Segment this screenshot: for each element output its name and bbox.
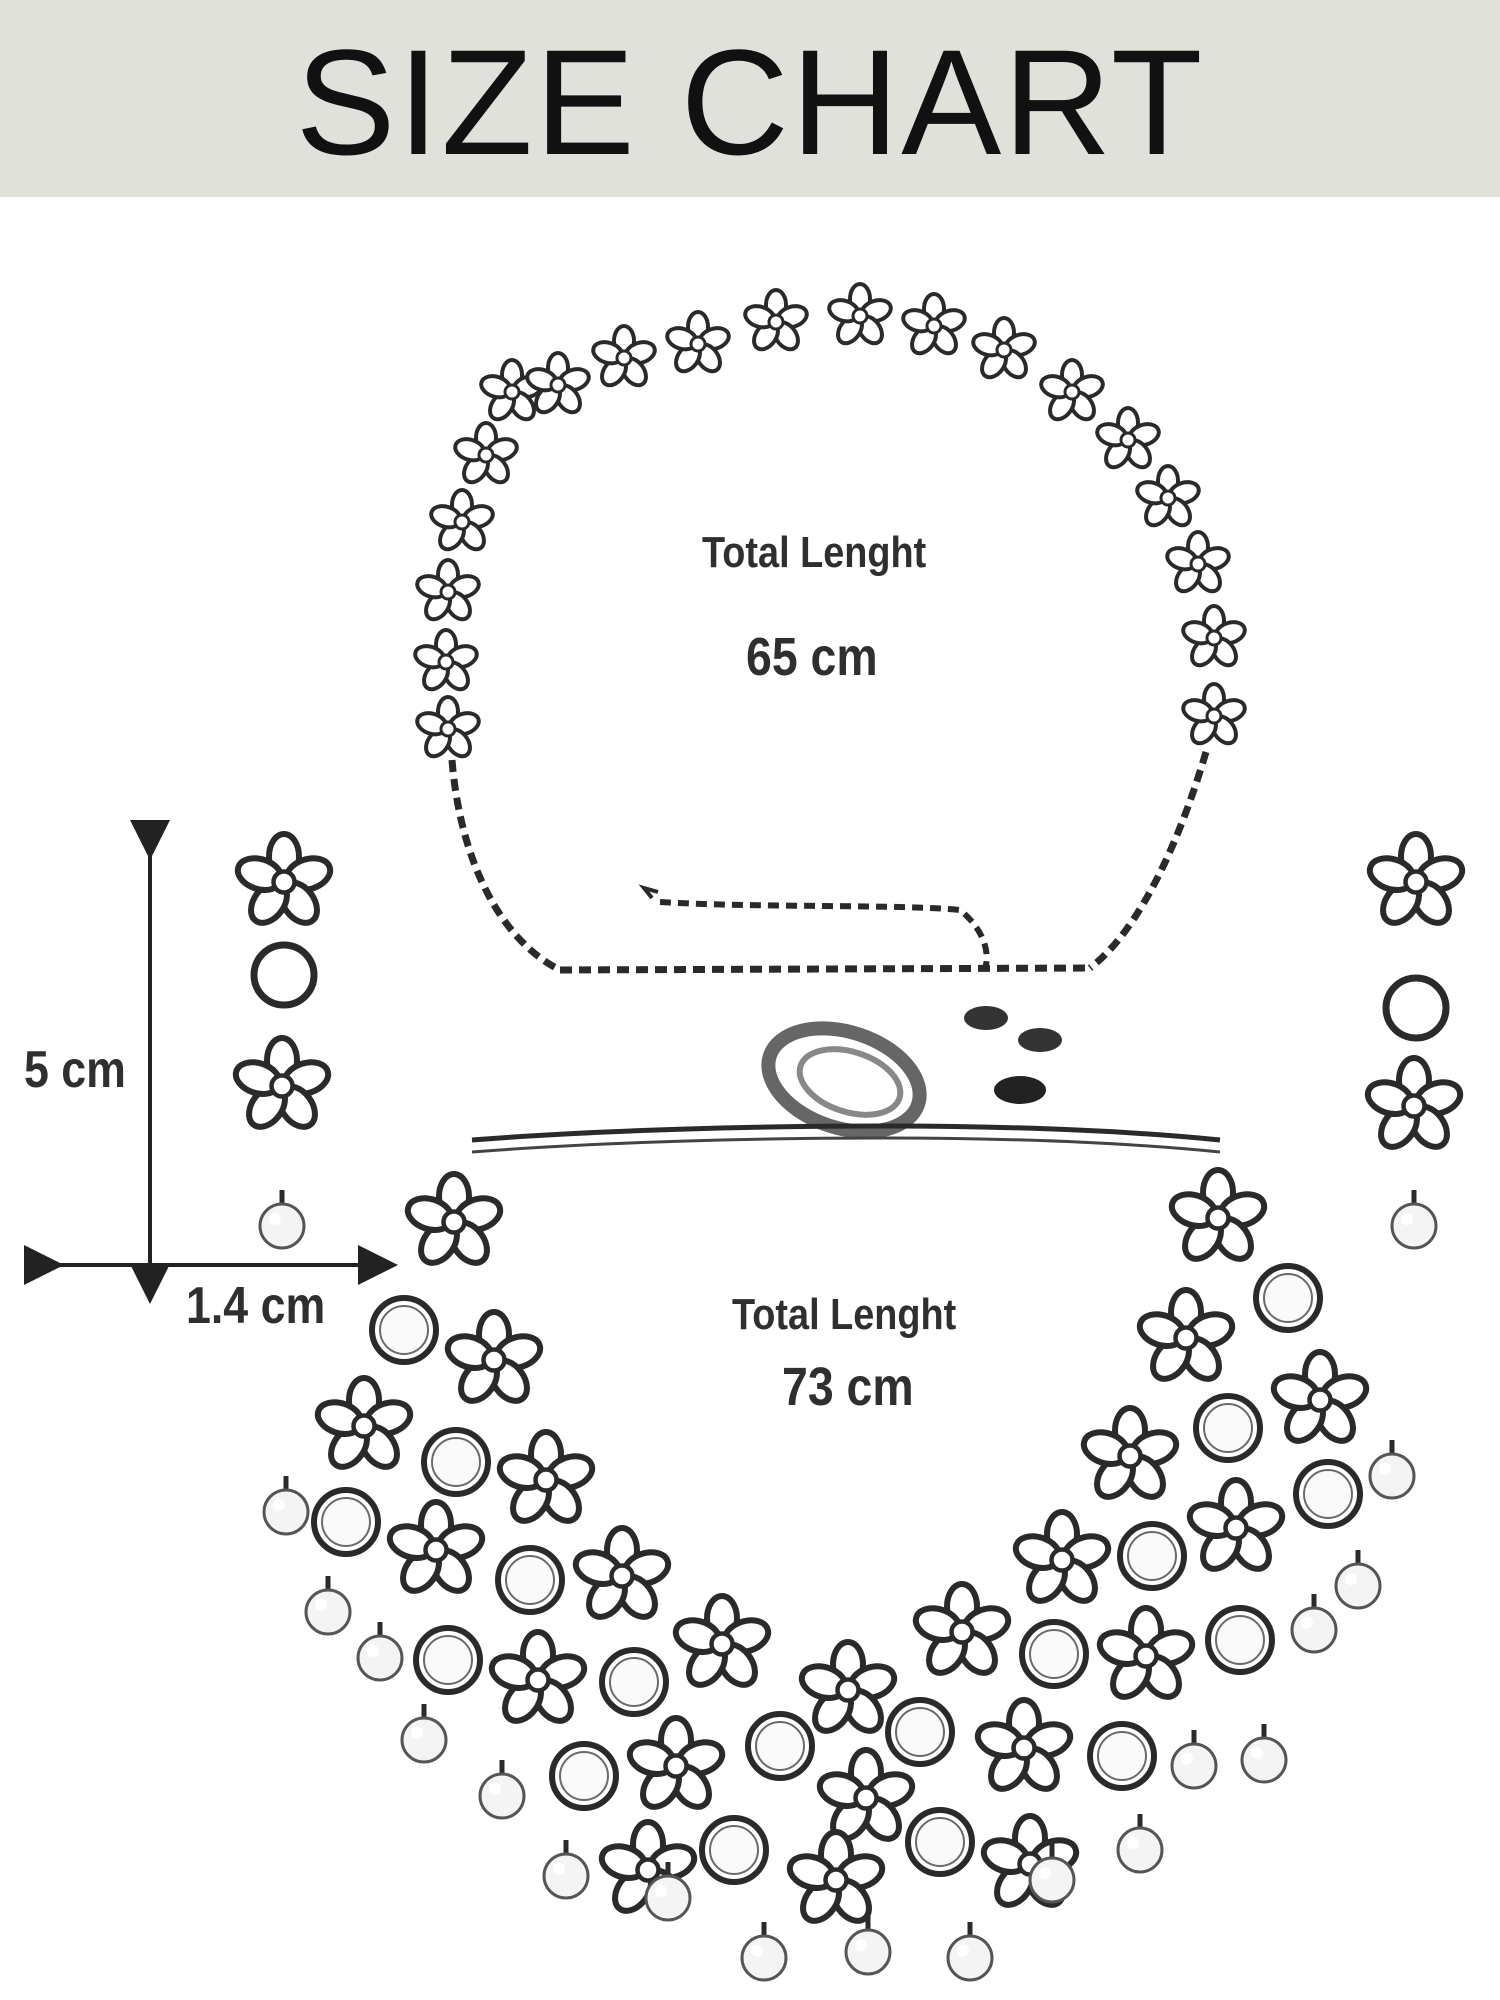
earring-height-value: 5 cm: [24, 1041, 126, 1099]
tassel-cord: [471, 1006, 1221, 1154]
chain-length-label: Total Lenght: [702, 528, 927, 577]
earring-left: [232, 834, 335, 1248]
jewelry-illustration: [24, 282, 1500, 2000]
choker-necklace: [314, 1170, 1371, 1928]
chain-necklace: [410, 282, 1250, 974]
choker-length-label: Total Lenght: [732, 1290, 957, 1339]
chain-length-value: 65 cm: [746, 627, 878, 687]
page-title: SIZE CHART: [295, 17, 1205, 186]
earring-width-value: 1.4 cm: [186, 1277, 326, 1335]
dimension-arrows: [24, 820, 398, 1304]
earring-right: [1364, 834, 1467, 1248]
choker-length-value: 73 cm: [782, 1357, 914, 1417]
header-banner: SIZE CHART: [0, 0, 1500, 197]
